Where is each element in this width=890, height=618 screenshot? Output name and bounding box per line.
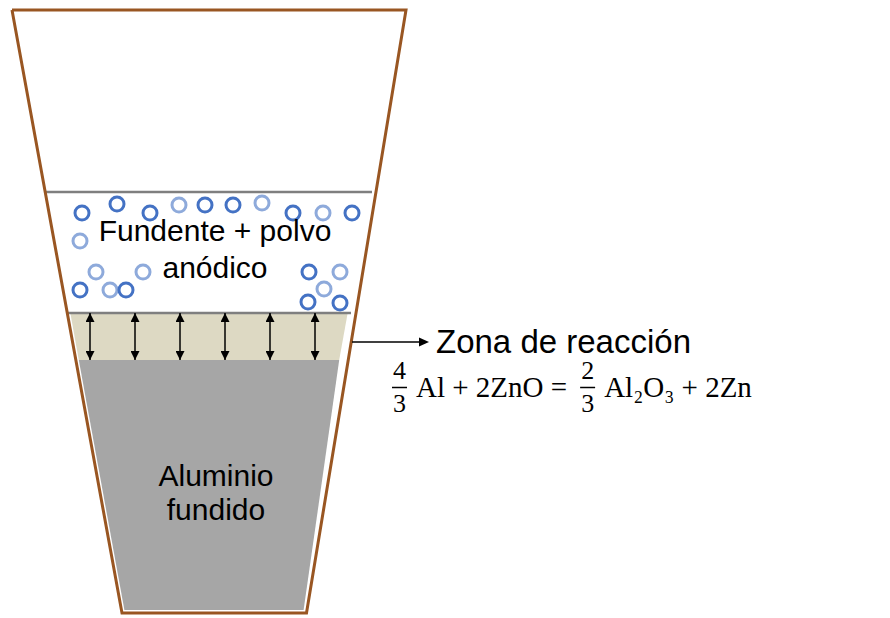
fraction-bar — [580, 387, 595, 389]
particle — [317, 282, 331, 296]
equation-term: 3 — [393, 389, 406, 419]
layer-boundary — [67, 312, 351, 315]
particle — [89, 265, 103, 279]
equation-term: 3 — [581, 389, 594, 419]
particle — [226, 198, 240, 212]
exchange-arrow — [224, 313, 226, 360]
particle — [103, 283, 117, 297]
particle — [302, 265, 316, 279]
equation-term: 4 — [393, 356, 406, 386]
particle — [301, 295, 315, 309]
particle — [119, 283, 133, 297]
callout-label: Zona de reacción — [436, 323, 691, 361]
particle — [345, 206, 359, 220]
particle — [136, 265, 150, 279]
particle — [333, 296, 347, 310]
reaction-zone — [71, 314, 348, 360]
particle — [73, 283, 87, 297]
particle — [110, 197, 124, 211]
exchange-arrow — [179, 313, 181, 360]
molten-aluminium-fill — [79, 360, 339, 610]
node-text: Fundente + polvo anódico — [70, 212, 360, 286]
leader-arrow — [352, 338, 429, 347]
fraction-bar — [392, 387, 407, 389]
node-text: Aluminio fundido — [106, 459, 326, 527]
particle — [333, 265, 347, 279]
particle — [73, 234, 87, 248]
equation-term: 2 — [581, 356, 594, 386]
flux-layer-fill — [45, 192, 373, 313]
particle — [198, 198, 212, 212]
exchange-arrow — [134, 313, 136, 360]
equation-term: Al₂O₃ + 2Zn — [604, 371, 752, 404]
layer-boundary — [46, 191, 372, 194]
exchange-arrow — [89, 313, 91, 360]
flux-layer: Fundente + polvo anódico — [45, 192, 373, 313]
particle — [75, 206, 89, 220]
particle — [172, 198, 186, 212]
particle — [255, 196, 269, 210]
exchange-arrow — [269, 313, 271, 360]
leader-line — [352, 341, 420, 343]
molten-aluminium: Aluminio fundido — [75, 360, 343, 613]
equation-term: Al + 2ZnO = — [416, 371, 567, 404]
leader-head — [419, 338, 429, 347]
exchange-arrow — [314, 313, 316, 360]
crucible-outline — [12, 10, 406, 613]
